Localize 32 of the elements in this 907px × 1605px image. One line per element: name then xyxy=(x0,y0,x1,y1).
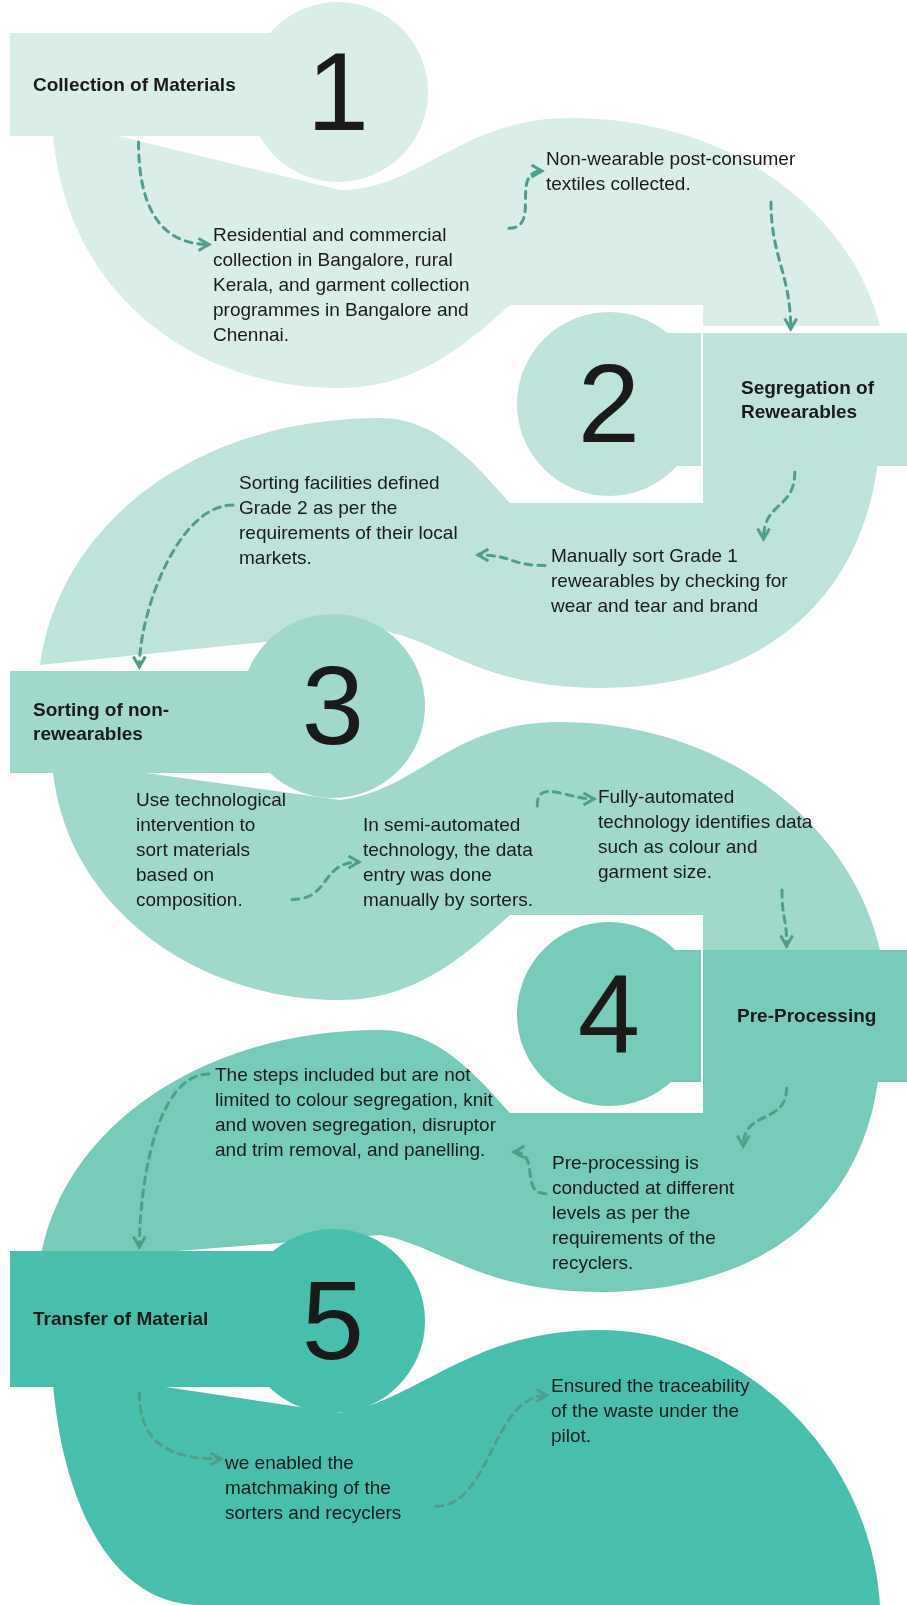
dashed-arrow xyxy=(512,1146,548,1196)
dashed-arrow xyxy=(132,1072,211,1249)
dashed-arrow xyxy=(132,503,235,669)
number-circle: 5 xyxy=(241,1229,425,1413)
number-circle: 1 xyxy=(248,2,428,182)
step-description: Pre-processing is conducted at different levels as per the requirements of the recyclers. xyxy=(552,1150,777,1275)
step-header: Pre-Processing xyxy=(703,950,907,1082)
dashed-arrow xyxy=(756,470,797,541)
dashed-arrow xyxy=(507,165,544,230)
dashed-arrow xyxy=(769,200,798,331)
number-circle: 4 xyxy=(517,922,701,1106)
dashed-arrow xyxy=(736,1086,789,1148)
step-header: Segregation of Rewearables xyxy=(703,333,907,466)
step-description: Sorting facilities defined Grade 2 as per the requirements of their local markets. xyxy=(239,470,474,570)
step-description: we enabled the matchmaking of the sorters and recyclers xyxy=(225,1450,430,1525)
dashed-arrow xyxy=(137,140,211,252)
dashed-arrow xyxy=(779,888,794,948)
step-description: In semi-automated technology, the data entry was done manually by sorters. xyxy=(363,812,568,912)
dashed-arrow xyxy=(434,1389,549,1508)
step-description: Fully-automated technology identifies data such as colour and garment size. xyxy=(598,784,828,884)
dashed-arrow xyxy=(290,855,361,901)
dashed-arrow xyxy=(476,547,547,567)
step-header: Transfer of Material xyxy=(10,1251,241,1387)
number-circle: 2 xyxy=(517,312,701,496)
step-header: Collection of Materials xyxy=(10,33,248,136)
step-description: Manually sort Grade 1 rewearables by checking for wear and tear and brand xyxy=(551,543,801,618)
step-description: The steps included but are not limited to colour segregation, knit and woven segregation, disruptor and trim removal, and panelling. xyxy=(215,1062,510,1162)
step-description: Residential and commercial collection in Bangalore, rural Kerala, and garment collection programmes in Bangalore and Chennai. xyxy=(213,222,503,347)
step-header: Sorting of non-rewearables xyxy=(10,671,241,773)
dashed-arrow xyxy=(137,1391,223,1467)
step-description: Non-wearable post-consumer textiles collected. xyxy=(546,146,846,196)
step-description: Ensured the traceability of the waste under the pilot. xyxy=(551,1373,756,1448)
